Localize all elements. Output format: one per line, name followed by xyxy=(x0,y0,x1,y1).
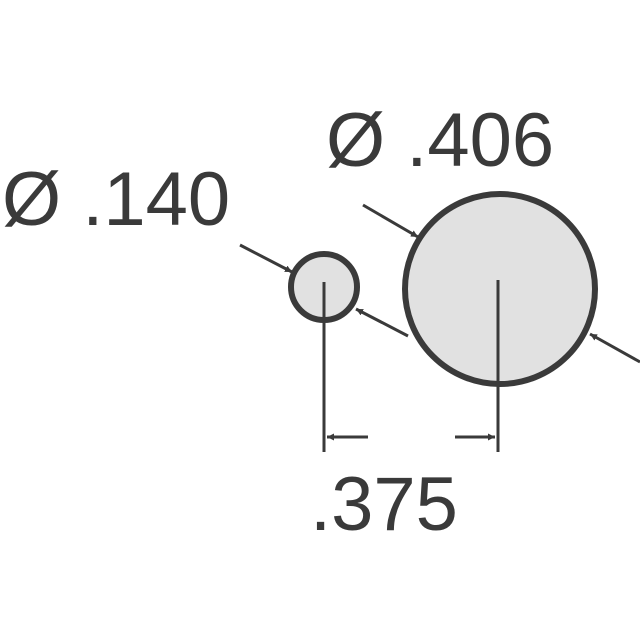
small-hole-diameter-leader xyxy=(239,243,409,338)
large-hole xyxy=(402,191,598,387)
spacing-label: .375 xyxy=(310,462,458,547)
large-hole-diameter-label: Ø .406 xyxy=(326,98,554,183)
large-hole-diameter-leader xyxy=(362,203,640,364)
small-hole-diameter-label: Ø .140 xyxy=(2,157,230,242)
